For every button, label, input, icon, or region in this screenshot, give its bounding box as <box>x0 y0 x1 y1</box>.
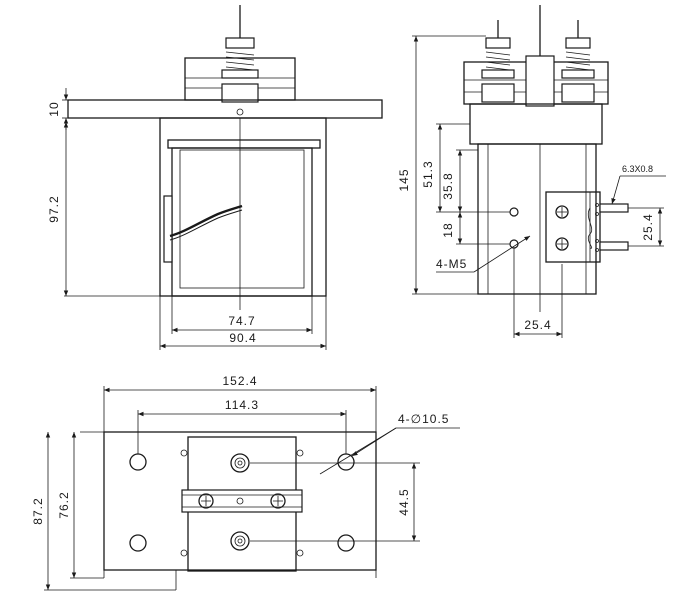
side-body <box>477 143 597 295</box>
dim-hole-spacing: 18 <box>441 222 455 237</box>
side-view: 145 51.3 35.8 18 4-M5 6.3X0.8 25.4 25.4 <box>397 5 666 338</box>
dim-overall-width: 152.4 <box>222 374 257 388</box>
dim-coil-width: 74.7 <box>228 314 255 328</box>
dim-hole-pitch-y: 76.2 <box>57 491 71 518</box>
dim-hole-upper: 51.3 <box>421 160 435 187</box>
dim-flange-thickness: 10 <box>47 101 61 116</box>
dim-total-height: 145 <box>397 168 411 191</box>
side-center-post <box>525 55 555 107</box>
main-terminal-lower <box>230 531 250 551</box>
coil-lead-wire <box>169 204 243 238</box>
aux-spade-lower <box>599 241 629 251</box>
front-view: 10 97.2 74.7 90.4 <box>47 5 383 350</box>
front-mounting-flange <box>67 99 383 119</box>
dim-body-width: 90.4 <box>229 331 256 345</box>
dim-terminal-pitch-bottom: 44.5 <box>397 488 411 515</box>
front-coil <box>171 147 313 297</box>
dim-hole-dia: 4-∅10.5 <box>398 412 449 426</box>
main-terminal-upper <box>230 453 250 473</box>
mount-hole-lower <box>509 239 519 249</box>
front-body <box>159 117 327 297</box>
aux-spade-upper <box>599 203 629 213</box>
side-stud-right <box>561 37 595 79</box>
dim-body-height: 97.2 <box>47 195 61 222</box>
bottom-mount-hole-tl <box>129 453 147 471</box>
bottom-mount-hole-bl <box>129 534 147 552</box>
bottom-mount-hole-br <box>337 534 355 552</box>
aux-terminal-block <box>545 191 629 263</box>
dim-overall-depth: 87.2 <box>31 497 45 524</box>
dim-bottom-offset: 25.4 <box>524 318 551 332</box>
dim-terminal-size: 6.3X0.8 <box>622 164 653 174</box>
side-flange <box>469 103 603 145</box>
side-stud-left <box>481 37 515 79</box>
bottom-view: 152.4 114.3 4-∅10.5 87.2 76.2 44.5 <box>31 374 460 591</box>
dim-mount-thread: 4-M5 <box>436 257 467 271</box>
mount-hole-upper <box>509 207 519 217</box>
dim-terminal-pitch: 25.4 <box>641 213 655 240</box>
bottom-aux-strip <box>181 489 303 513</box>
dim-hole-pitch-x: 114.3 <box>225 398 259 412</box>
dim-hole-lower: 35.8 <box>441 172 455 199</box>
